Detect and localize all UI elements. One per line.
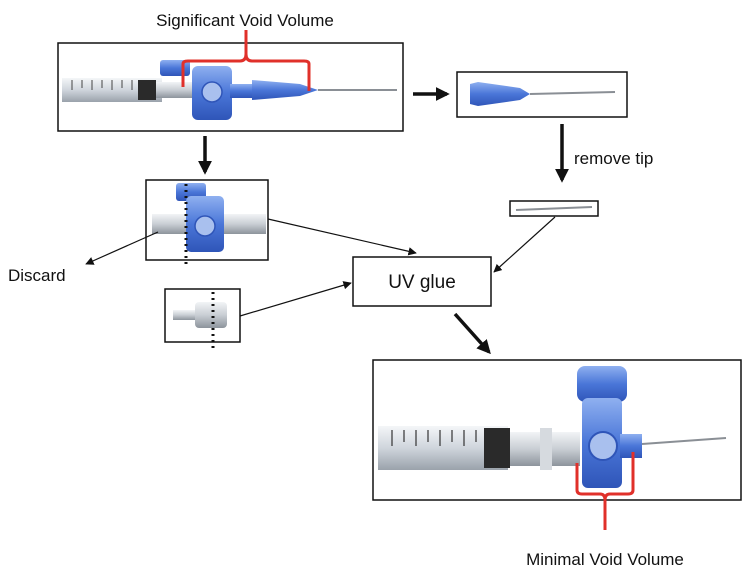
label-significant-void-volume: Significant Void Volume (156, 11, 334, 30)
arrow-stopcock-to-glue (267, 218, 417, 256)
arrow-to-final (453, 312, 491, 355)
arrow-luer-to-glue (239, 281, 352, 317)
label-minimal-void-volume: Minimal Void Volume (526, 550, 684, 569)
uv-glue-box: UV glue (352, 256, 492, 307)
photo-final-assembly (372, 359, 742, 501)
arrow-needle-to-glue (493, 216, 556, 273)
photo-syringe-stopcock-needle (57, 42, 404, 132)
photo-stopcock-cut (145, 179, 269, 268)
label-discard: Discard (8, 266, 66, 285)
photo-luer-connector (164, 288, 241, 352)
label-remove-tip: remove tip (574, 149, 653, 168)
photo-needle-shaft (509, 200, 599, 217)
photo-needle (456, 71, 628, 118)
label-uv-glue: UV glue (388, 272, 456, 293)
arrow-discard (85, 231, 159, 265)
